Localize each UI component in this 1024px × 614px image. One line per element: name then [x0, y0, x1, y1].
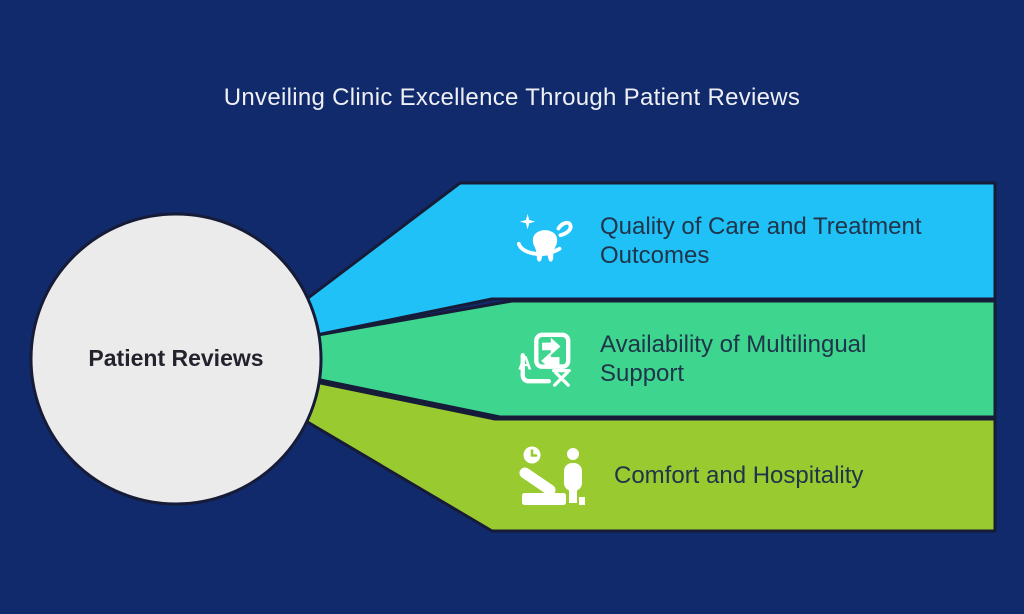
banner-comfort: Comfort and Hospitality	[516, 419, 959, 531]
page-title: Unveiling Clinic Excellence Through Pati…	[223, 84, 801, 111]
translate-icon: A	[516, 330, 574, 388]
hub-circle	[29, 212, 323, 506]
banner-shape-quality	[236, 181, 997, 353]
banner-label: Comfort and Hospitality	[614, 461, 864, 489]
banner-quality: Quality of Care and Treatment Outcomes	[516, 183, 945, 299]
banner-label: Quality of Care and Treatment Outcomes	[600, 213, 922, 269]
banner-multilingual: A Availability of Multilingual Support	[516, 301, 945, 417]
tooth-orbit-sparkle-icon	[516, 211, 574, 271]
svg-text:A: A	[518, 354, 532, 375]
banner-label: Availability of Multilingual Support	[600, 331, 867, 387]
hub-label: Patient Reviews	[88, 345, 264, 371]
patient-recliner-icon	[516, 443, 588, 507]
